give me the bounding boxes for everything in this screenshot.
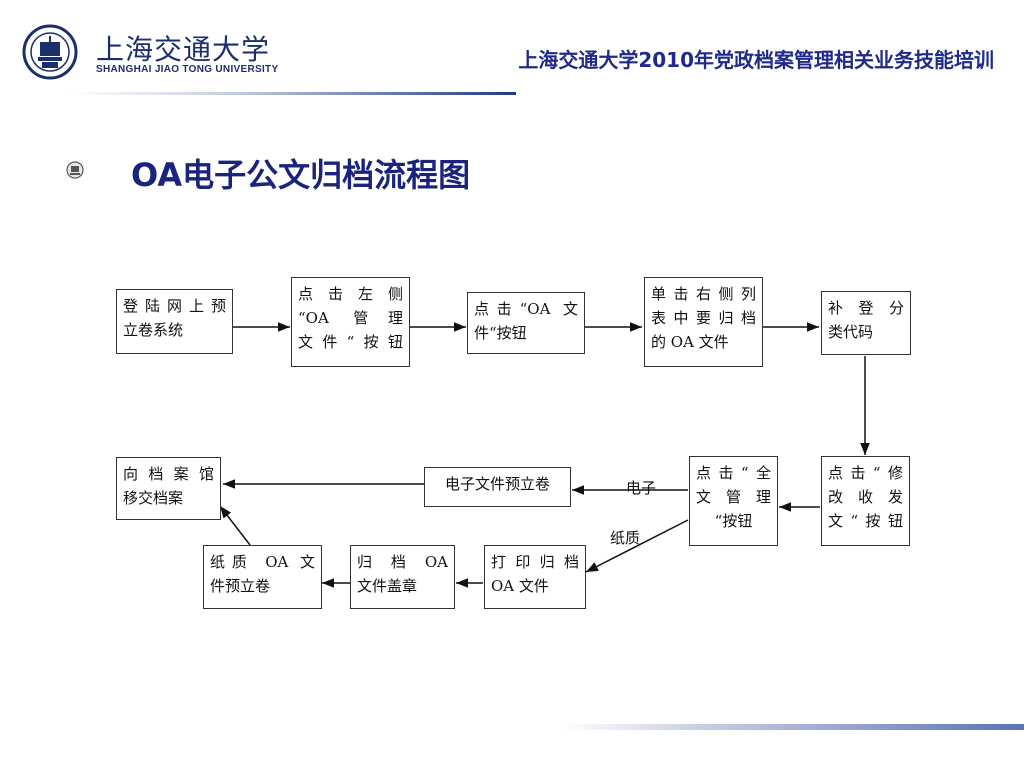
- box-login: 登陆网上预 立卷系统: [116, 289, 233, 354]
- box-print-line-2: OA 文件: [491, 577, 549, 595]
- edge-label-paper: 纸质: [610, 529, 641, 547]
- arrow-paper-to-transfer: [219, 505, 251, 546]
- box-add-code-line-1: 补 登 分: [828, 299, 904, 317]
- slide-title: OA电子公文归档流程图: [131, 156, 471, 194]
- edge-label-electronic: 电子: [626, 479, 657, 497]
- logo-english-name: SHANGHAI JIAO TONG UNIVERSITY: [96, 64, 279, 75]
- box-click-oa: 点击“OA 文 件“按钮: [467, 292, 585, 354]
- box-paper-volume-line-1: 纸质 OA 文: [210, 553, 315, 571]
- footer-divider: [560, 724, 1024, 730]
- box-print-line-1: 打印归档: [491, 553, 579, 571]
- box-transfer-line-1: 向档案馆: [123, 465, 214, 483]
- header-title: 上海交通大学2010年党政档案管理相关业务技能培训: [518, 48, 994, 72]
- header-divider: [70, 92, 516, 95]
- box-click-full-line-3: “按钮: [714, 512, 753, 530]
- box-paper-volume-line-2: 件预立卷: [210, 577, 271, 595]
- box-click-full: 点击“全 文 管 理 “按钮: [689, 456, 778, 546]
- box-e-volume: 电子文件预立卷: [424, 467, 571, 507]
- box-select-files-line-2: 表中要归档: [651, 309, 756, 327]
- box-select-files: 单击右侧列 表中要归档 的 OA 文件: [644, 277, 763, 367]
- box-e-volume-line-1: 电子文件预立卷: [444, 475, 550, 493]
- box-click-full-line-2: 文 管 理: [696, 488, 771, 506]
- box-click-edit-line-3: 文“按钮: [828, 512, 903, 530]
- logo-chinese-name: 上海交通大学: [96, 33, 271, 66]
- box-click-manage-line-3: 文件“按钮: [298, 333, 403, 351]
- box-click-full-line-1: 点击“全: [696, 464, 771, 482]
- box-print: 打印归档 OA 文件: [484, 545, 586, 609]
- box-login-line-2: 立卷系统: [123, 321, 184, 339]
- bullet-icon: [66, 161, 84, 179]
- university-seal-logo: [22, 24, 78, 80]
- box-transfer: 向档案馆 移交档案: [116, 457, 221, 520]
- box-stamp: 归 档 OA 文件盖章: [350, 545, 455, 609]
- box-paper-volume: 纸质 OA 文 件预立卷: [203, 545, 322, 609]
- box-click-manage-line-1: 点 击 左 侧: [298, 285, 403, 303]
- box-select-files-line-1: 单击右侧列: [651, 285, 756, 303]
- box-add-code-line-2: 类代码: [828, 323, 874, 341]
- box-stamp-line-1: 归 档 OA: [357, 553, 448, 571]
- arrow-full-to-print: [585, 519, 689, 573]
- box-transfer-line-2: 移交档案: [123, 489, 184, 507]
- box-click-edit-line-2: 改 收 发: [828, 488, 903, 506]
- box-click-edit: 点击“修 改 收 发 文“按钮: [821, 456, 910, 546]
- box-click-oa-line-2: 件“按钮: [474, 324, 527, 342]
- box-click-manage-line-2: “OA 管理: [298, 309, 403, 327]
- box-select-files-line-3: 的 OA 文件: [651, 333, 729, 351]
- box-click-oa-line-1: 点击“OA 文: [474, 300, 578, 318]
- box-click-manage: 点 击 左 侧 “OA 管理 文件“按钮: [291, 277, 410, 367]
- box-click-edit-line-1: 点击“修: [828, 464, 903, 482]
- box-login-line-1: 登陆网上预: [123, 297, 226, 315]
- box-stamp-line-2: 文件盖章: [357, 577, 418, 595]
- box-add-code: 补 登 分 类代码: [821, 291, 911, 355]
